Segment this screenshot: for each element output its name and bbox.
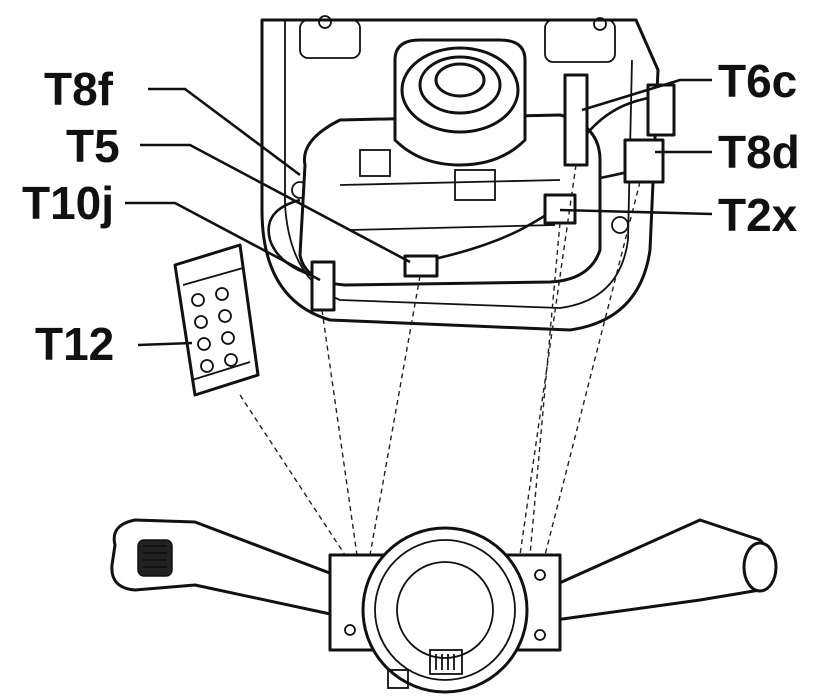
leader-lines <box>125 78 713 347</box>
label-t8d: T8d <box>718 126 800 178</box>
label-t8f: T8f <box>44 63 114 115</box>
label-t2x: T2x <box>718 189 798 241</box>
connector-t12 <box>173 243 260 397</box>
connector-t5 <box>403 254 439 278</box>
label-t6c: T6c <box>718 55 797 107</box>
combination-switch-unit <box>110 518 778 694</box>
label-t12: T12 <box>35 318 114 370</box>
label-t5: T5 <box>66 120 120 172</box>
connector-t6c <box>563 73 589 167</box>
projection-lines <box>239 164 641 556</box>
label-t10j: T10j <box>22 177 114 229</box>
connector-t10j <box>310 260 336 312</box>
connector-t2x <box>543 193 577 225</box>
connectors-on-column <box>310 73 676 312</box>
connector-t8d <box>623 138 665 184</box>
